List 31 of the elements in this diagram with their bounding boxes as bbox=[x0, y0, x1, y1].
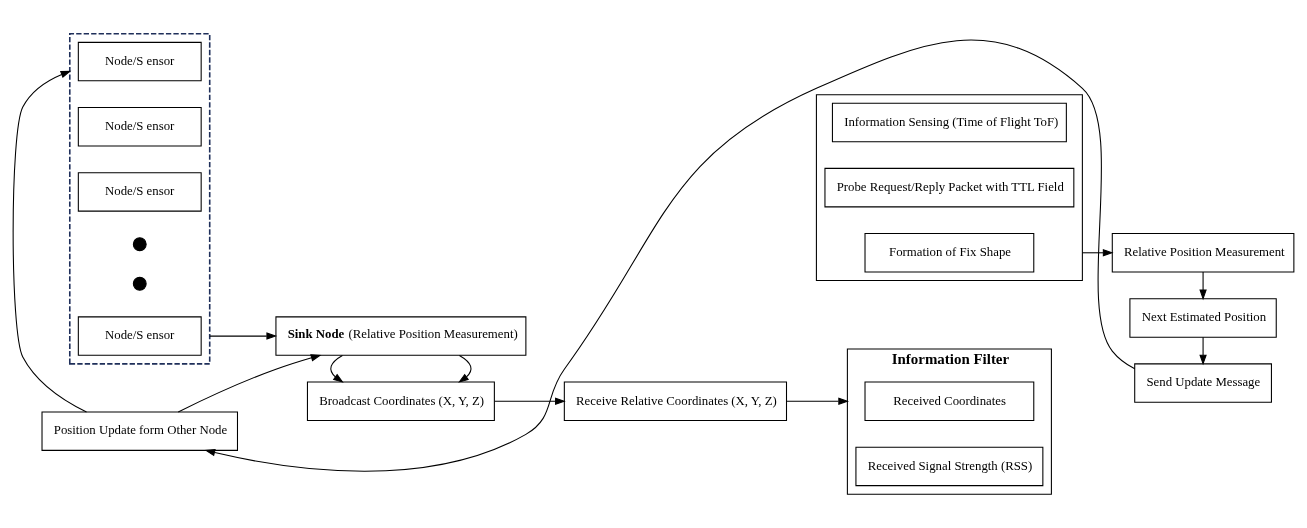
node-box: Send Update Message bbox=[1134, 363, 1272, 403]
arrow bbox=[12, 70, 88, 413]
node-box: Node/S ensor bbox=[77, 107, 202, 147]
node-box: Broadcast Coordinates (X, Y, Z) bbox=[306, 381, 495, 421]
arrow bbox=[209, 332, 278, 340]
node-box: Receive Relative Coordinates (X, Y, Z) bbox=[563, 381, 788, 421]
node-box: Node/S ensor bbox=[77, 41, 202, 82]
arrow bbox=[494, 397, 566, 405]
arrow bbox=[177, 354, 322, 413]
arrow bbox=[330, 354, 344, 383]
node-box: Relative Position Measurement bbox=[1111, 233, 1295, 273]
node-box: Position Update form Other Node bbox=[41, 411, 238, 451]
node-circle bbox=[132, 237, 147, 252]
node-box: Received Signal Strength (RSS) bbox=[855, 446, 1044, 487]
node-box: Probe Request/Reply Packet with TTL Field bbox=[824, 167, 1075, 208]
node-circle bbox=[132, 276, 147, 291]
node-box: Next Estimated Position bbox=[1129, 298, 1277, 338]
arrow bbox=[204, 39, 1136, 472]
cluster bbox=[69, 33, 211, 365]
node-box: Sink Node (Relative Position Measurement) bbox=[275, 316, 527, 356]
cluster bbox=[815, 94, 1083, 282]
node-box: Node/S ensor bbox=[77, 316, 202, 356]
arrow bbox=[1081, 249, 1114, 257]
node-box: Received Coordinates bbox=[864, 381, 1035, 421]
arrow bbox=[1199, 336, 1207, 366]
arrow bbox=[1199, 271, 1207, 301]
arrow bbox=[786, 397, 849, 405]
node-box: Information Sensing (Time of Flight ToF) bbox=[831, 102, 1067, 143]
node-box: Node/S ensor bbox=[77, 172, 202, 212]
arrow bbox=[458, 354, 472, 383]
node-box: Formation of Fix Shape bbox=[864, 233, 1035, 273]
